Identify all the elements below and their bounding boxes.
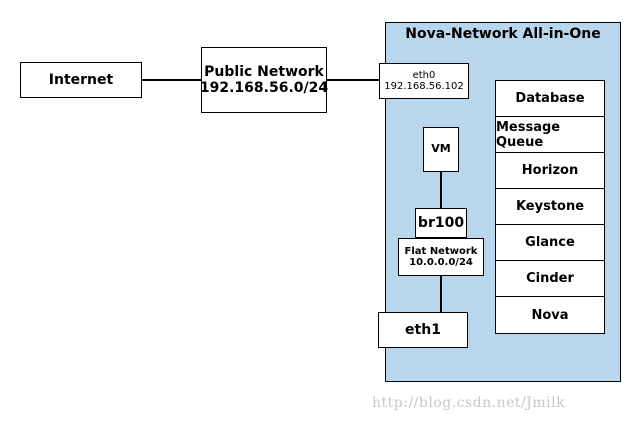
internet-label: Internet [48, 71, 114, 88]
bridge-br100: br100 [415, 208, 467, 238]
link-public-eth0 [327, 79, 379, 81]
service-cinder: Cinder [496, 261, 604, 297]
eth0-name: eth0 [412, 69, 436, 81]
services-stack: Database Message Queue Horizon Keystone … [495, 80, 605, 334]
vm-node: VM [423, 127, 459, 172]
service-nova: Nova [531, 307, 569, 323]
service-database: Database [496, 81, 604, 117]
eth1-interface: eth1 [378, 312, 468, 348]
vm-label: VM [431, 142, 451, 156]
eth1-label: eth1 [405, 321, 441, 338]
bridge-label: br100 [417, 214, 465, 231]
flat-network-cidr: 10.0.0.0/24 [409, 257, 473, 268]
service-glance: Glance [496, 225, 604, 261]
link-flat-eth1 [440, 276, 442, 312]
eth0-ip: 192.168.56.102 [384, 81, 464, 92]
service-message-queue: Message Queue [496, 117, 604, 153]
public-network-cidr: 192.168.56.0/24 [199, 80, 329, 96]
host-title: Nova-Network All-in-One [405, 26, 601, 42]
public-network-node: Public Network 192.168.56.0/24 [199, 47, 329, 113]
flat-network-name: Flat Network [404, 245, 478, 257]
public-network-name: Public Network [204, 63, 324, 80]
service-keystone: Keystone [496, 189, 604, 225]
link-internet-public [142, 79, 201, 81]
service-horizon: Horizon [496, 153, 604, 189]
eth0-interface: eth0 192.168.56.102 [379, 63, 469, 99]
flat-network-node: Flat Network 10.0.0.0/24 [398, 238, 484, 276]
internet-node: Internet [20, 62, 142, 98]
link-vm-bridge [440, 172, 442, 208]
watermark: http://blog.csdn.net/Jmilk [372, 395, 566, 411]
